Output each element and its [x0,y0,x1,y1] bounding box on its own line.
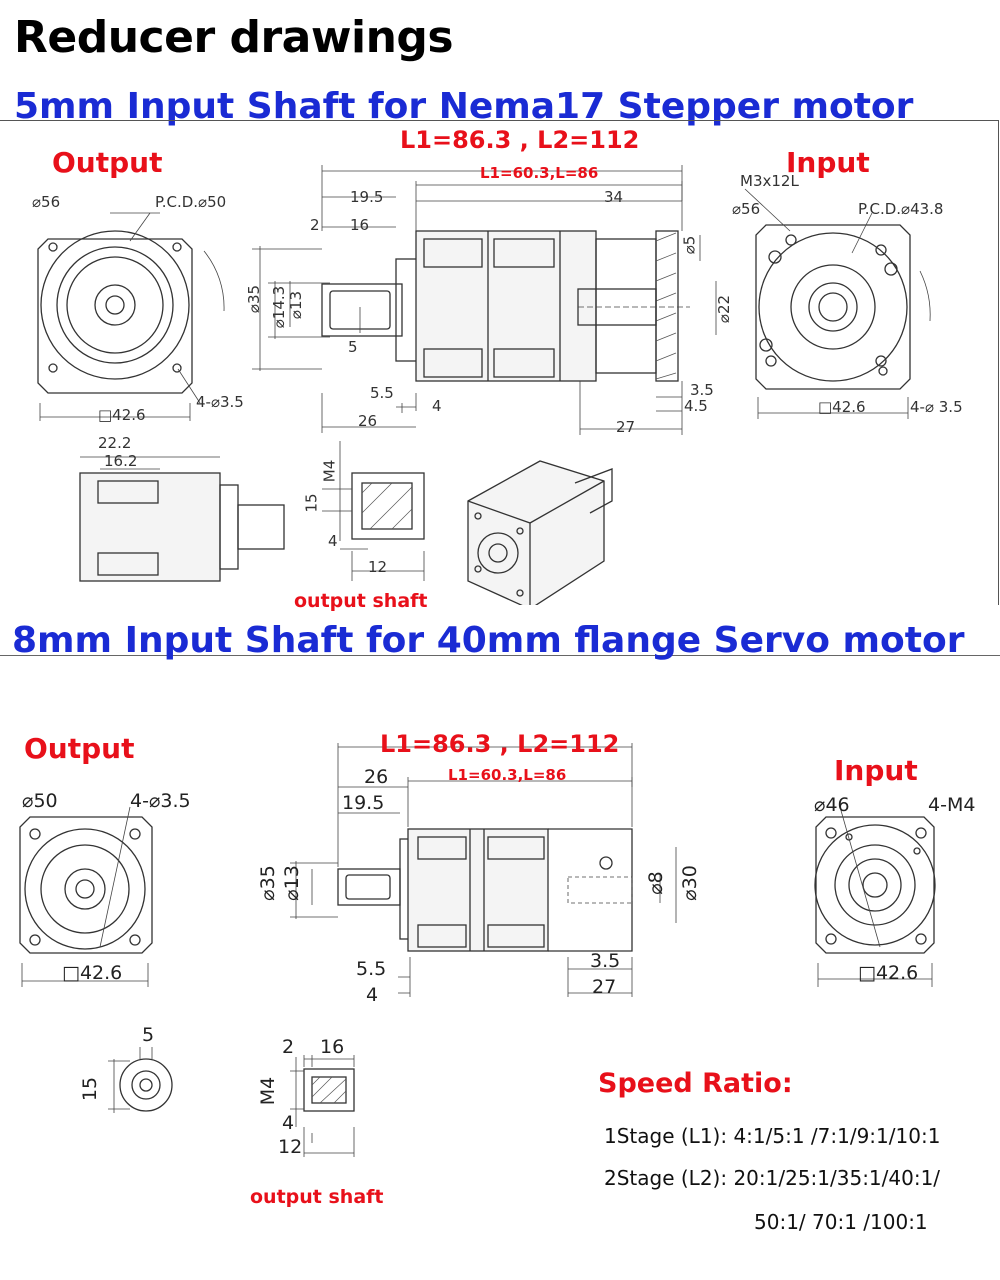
s1-shaft-section [322,441,425,581]
s1-in-square: □42.6 [818,398,866,416]
section2-heading: 8mm Input Shaft for 40mm flange Servo mo… [12,620,965,661]
s1-d5: 5 [348,338,358,356]
s2-side-view [290,743,677,997]
s1-in-dia: ⌀56 [732,200,761,218]
s1-d26: 26 [358,412,378,430]
s1-side-view [252,165,717,435]
s1-out-holes: 4-⌀3.5 [196,393,244,411]
s1-shaft-caption: output shaft [294,590,428,612]
s2-l-d2: 2 [282,1036,295,1058]
s1-in-screw: M3x12L [740,172,799,190]
s1-out-square: □42.6 [98,406,146,424]
s2-input-front-view [814,806,936,987]
section1-drawing [37,165,931,610]
s1-d27: 27 [616,418,636,436]
s1-d35b: 3.5 [690,381,714,399]
s2-in-holes: 4-M4 [928,794,976,816]
s2-lower-shaft-section [290,1055,355,1157]
s1-in-pcd: P.C.D.⌀43.8 [858,200,944,218]
speed-ratio-stage2a: 2Stage (L2): 20:1/25:1/35:1/40:1/ [604,1166,941,1190]
s2-out-holes: 4-⌀3.5 [130,790,191,812]
s1-d35: ⌀35 [245,284,264,314]
s1-l-d15: 15 [302,493,321,513]
s2-d35: ⌀35 [256,865,279,901]
s2-l-d4: 4 [282,1112,295,1134]
s1-length-main: L1=86.3 , L2=112 [400,126,640,154]
s1-l-d12: 12 [368,558,388,576]
s1-l-m4: M4 [320,459,339,483]
s2-out-dia: ⌀50 [22,790,58,812]
s2-l-m4: M4 [257,1076,280,1106]
s2-input-label: Input [834,754,918,787]
s1-output-front-view [37,212,225,421]
s2-length-sub: L1=60.3,L=86 [448,766,567,784]
s2-l-d5: 5 [142,1024,155,1046]
s1-d55: 5.5 [370,384,394,402]
s1-isometric-view [467,460,613,610]
s1-out-pcd: P.C.D.⌀50 [155,193,227,211]
s1-d34: 34 [604,188,624,206]
s2-d35b: 3.5 [590,950,621,972]
section2-drawing [19,743,936,1157]
s1-lower-side-view [79,456,285,582]
s1-output-label: Output [52,146,163,179]
s2-d13: ⌀13 [280,865,303,901]
s2-d26: 26 [364,766,389,788]
section2-drawing-panel [0,657,1000,1276]
s1-d5in: ⌀5 [680,235,699,255]
s2-shaft-caption: output shaft [250,1186,384,1208]
s1-d13: ⌀13 [287,290,306,320]
s2-l-d16: 16 [320,1036,345,1058]
s2-d27: 27 [592,976,617,998]
speed-ratio-title: Speed Ratio: [598,1068,793,1099]
s2-out-square: □42.6 [62,962,123,984]
speed-ratio-stage1: 1Stage (L1): 4:1/5:1 /7:1/9:1/10:1 [604,1124,941,1148]
s2-length-main: L1=86.3 , L2=112 [380,730,620,758]
s2-in-square: □42.6 [858,962,919,984]
section1-drawing-panel [0,120,999,610]
s2-output-front-view [19,806,153,987]
s1-d2: 2 [310,216,320,234]
s1-length-sub: L1=60.3,L=86 [480,164,599,182]
s1-d143: ⌀14.3 [270,285,289,329]
s2-output-label: Output [24,732,135,765]
s1-input-front-view [744,188,931,419]
s1-d195: 19.5 [350,188,384,206]
s1-l-d162: 16.2 [104,452,138,470]
s1-l-d222: 22.2 [98,434,132,452]
speed-ratio-stage2b: 50:1/ 70:1 /100:1 [754,1210,928,1234]
section2-separator [0,655,1000,656]
s2-d195: 19.5 [342,792,385,814]
s2-l-d12: 12 [278,1136,303,1158]
s2-d55: 5.5 [356,958,387,980]
s2-in-dia: ⌀46 [814,794,850,816]
s1-in-holes: 4-⌀ 3.5 [910,398,963,416]
s2-d4: 4 [366,984,379,1006]
s2-l-d15: 15 [79,1076,102,1102]
s1-out-dia: ⌀56 [32,193,61,211]
s1-l-d4: 4 [328,532,338,550]
page-title: Reducer drawings [14,12,454,63]
s1-d4: 4 [432,397,442,415]
s1-input-label: Input [786,146,870,179]
s1-d45: 4.5 [684,397,708,415]
s1-d22: ⌀22 [715,294,734,324]
s2-d30: ⌀30 [678,865,701,901]
s1-d16: 16 [350,216,370,234]
s2-d8: ⌀8 [644,871,667,895]
s2-lower-shaft-end [108,1047,173,1113]
